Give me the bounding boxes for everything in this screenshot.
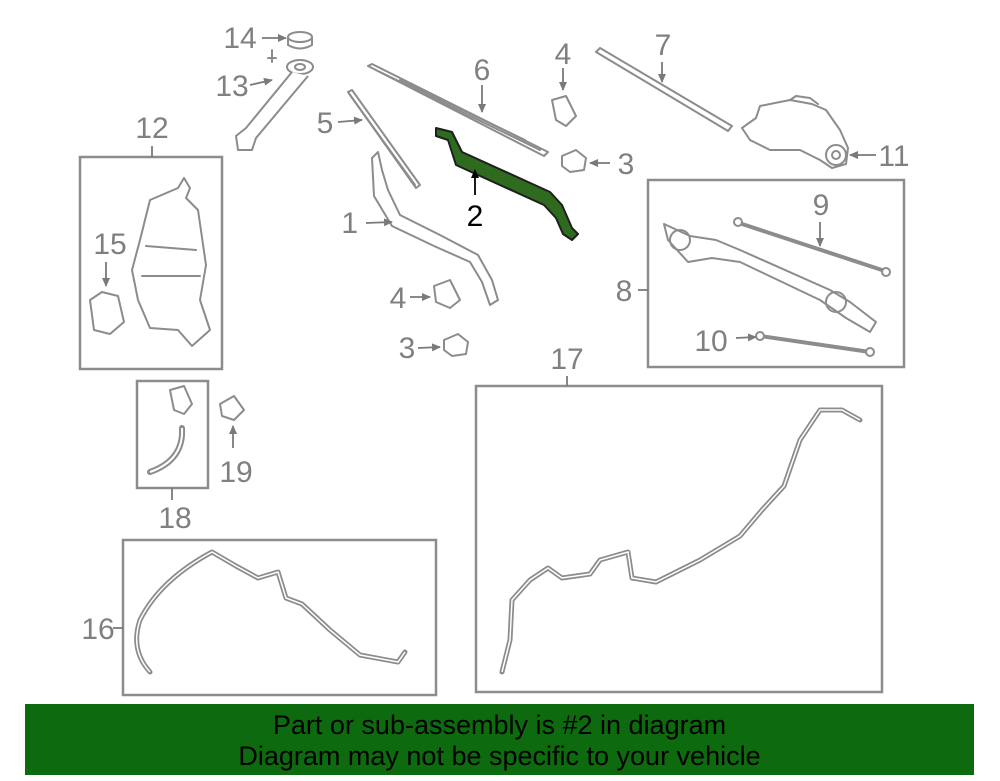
part-4-cap-lower[interactable] — [410, 279, 461, 309]
part-3-nut-lower[interactable] — [417, 333, 469, 357]
part-14-cap[interactable] — [262, 31, 313, 50]
callout-5: 5 — [317, 107, 334, 140]
part-8-wiper-linkage[interactable] — [638, 178, 906, 369]
callout-7: 7 — [655, 29, 672, 62]
callout-13: 13 — [215, 70, 248, 103]
banner-line-2: Diagram may not be specific to your vehi… — [238, 741, 761, 771]
banner-line-1: Part or sub-assembly is #2 in diagram — [272, 710, 727, 740]
part-18-washer-hose-kit[interactable] — [135, 379, 210, 500]
callout-6: 6 — [474, 54, 491, 87]
info-banner: Part or sub-assembly is #2 in diagram Di… — [25, 704, 974, 775]
part-3-nut-top[interactable] — [561, 149, 610, 173]
callout-17: 17 — [550, 343, 583, 376]
part-6-wiper-blade[interactable] — [367, 63, 549, 157]
callout-1: 1 — [341, 207, 358, 240]
callout-2: 2 — [467, 200, 484, 233]
part-16-washer-hose-front[interactable] — [113, 538, 438, 697]
part-2-wiper-arm-highlighted[interactable] — [435, 127, 579, 241]
part-5-wiper-blade[interactable] — [337, 89, 421, 189]
callout-14: 14 — [223, 22, 256, 55]
callout-4-top: 4 — [555, 38, 572, 71]
callout-3-lower: 3 — [399, 332, 416, 365]
callout-4-lower: 4 — [390, 282, 407, 315]
callout-11: 11 — [878, 140, 909, 173]
part-19-washer-nozzle[interactable] — [219, 395, 245, 448]
part-11-wiper-motor[interactable] — [741, 95, 876, 169]
part-7-blade-refill[interactable] — [595, 47, 733, 132]
part-4-cap-top[interactable] — [551, 68, 577, 127]
callout-18: 18 — [158, 502, 191, 535]
callout-8: 8 — [616, 275, 633, 308]
callout-3-top: 3 — [618, 148, 635, 181]
callout-16: 16 — [81, 613, 114, 646]
part-1-wiper-arm[interactable] — [365, 151, 499, 306]
part-13-pivot-arm[interactable] — [235, 49, 314, 151]
part-12-washer-reservoir[interactable] — [78, 146, 224, 371]
callout-19: 19 — [219, 456, 252, 489]
callout-15: 15 — [93, 228, 126, 261]
callout-9: 9 — [813, 189, 830, 222]
part-17-washer-hose-rear[interactable] — [474, 376, 884, 694]
callout-12: 12 — [135, 112, 168, 145]
callout-10: 10 — [694, 325, 727, 358]
